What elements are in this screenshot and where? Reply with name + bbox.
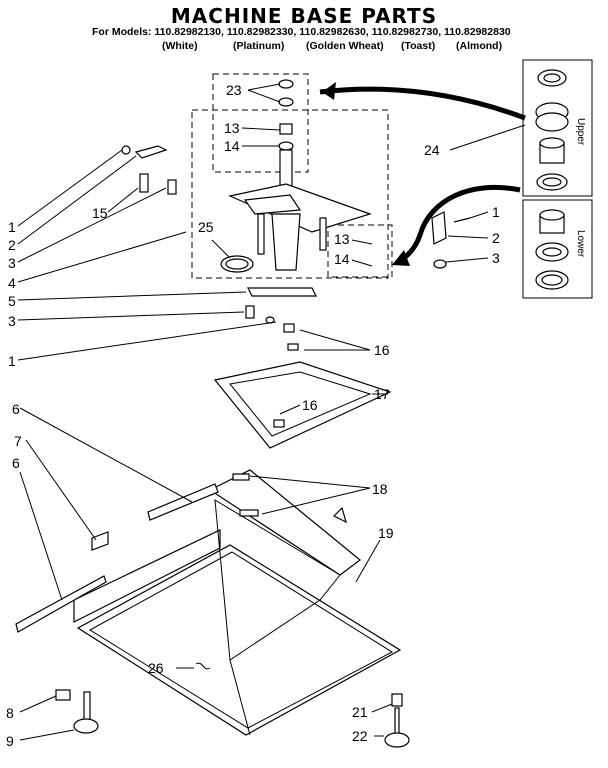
models-line: For Models: 110.82982130, 110.82982330, … bbox=[92, 26, 511, 38]
callout-3-right: 3 bbox=[492, 250, 500, 266]
leader-lines bbox=[17, 83, 526, 741]
lower-kit-arrow bbox=[396, 184, 521, 265]
bearing-group-box bbox=[212, 73, 309, 173]
small-parts bbox=[121, 145, 471, 351]
callout-6-lower: 6 bbox=[12, 455, 20, 471]
upper-label: Upper bbox=[575, 118, 586, 146]
callout-5: 5 bbox=[8, 293, 16, 309]
callout-4: 4 bbox=[8, 275, 16, 291]
callout-14: 14 bbox=[224, 138, 240, 154]
side-bearing-box bbox=[327, 224, 393, 278]
callout-19: 19 bbox=[378, 525, 394, 541]
base-frame bbox=[15, 469, 410, 748]
gearcase-group-box bbox=[191, 109, 389, 279]
callout-23: 23 bbox=[226, 82, 242, 98]
color-white: (White) bbox=[162, 40, 198, 52]
callout-13: 13 bbox=[224, 120, 240, 136]
callout-14-right: 14 bbox=[334, 251, 350, 267]
callout-17: 17 bbox=[374, 386, 390, 402]
callout-16-plate: 16 bbox=[302, 397, 318, 413]
upper-kit-arrow bbox=[319, 86, 526, 121]
callout-26: 26 bbox=[148, 660, 164, 676]
callout-24: 24 bbox=[424, 142, 440, 158]
bearing-stack bbox=[278, 79, 294, 151]
callout-1-right: 1 bbox=[492, 204, 500, 220]
callout-25: 25 bbox=[198, 219, 214, 235]
support-plate bbox=[213, 361, 392, 449]
callout-13-right: 13 bbox=[334, 231, 350, 247]
callout-1: 1 bbox=[8, 219, 16, 235]
callout-16: 16 bbox=[374, 342, 390, 358]
upper-kit-box bbox=[522, 59, 593, 197]
callout-7: 7 bbox=[14, 433, 22, 449]
callout-22: 22 bbox=[352, 728, 368, 744]
color-golden-wheat: (Golden Wheat) bbox=[306, 40, 384, 52]
callout-2-right: 2 bbox=[492, 230, 500, 246]
callout-15: 15 bbox=[92, 205, 108, 221]
lower-kit-box bbox=[522, 199, 593, 299]
callout-3: 3 bbox=[8, 255, 16, 271]
plate-pad bbox=[273, 419, 285, 428]
callout-6: 6 bbox=[12, 401, 20, 417]
callout-numbers: 23 13 14 24 1 2 15 3 25 4 1 2 3 13 14 5 … bbox=[6, 82, 500, 749]
lower-label: Lower bbox=[575, 230, 586, 258]
color-platinum: (Platinum) bbox=[233, 40, 285, 52]
callout-18: 18 bbox=[372, 481, 388, 497]
callout-9: 9 bbox=[6, 733, 14, 749]
page-title: MACHINE BASE PARTS bbox=[170, 4, 438, 28]
upper-seal-parts bbox=[535, 69, 569, 191]
lower-seal-parts bbox=[535, 209, 569, 290]
callout-3-lower: 3 bbox=[8, 313, 16, 329]
callout-21: 21 bbox=[352, 704, 368, 720]
lower-arrow-head bbox=[392, 250, 410, 266]
color-almond: (Almond) bbox=[456, 40, 503, 52]
callout-1-lower: 1 bbox=[8, 353, 16, 369]
callout-8: 8 bbox=[6, 705, 14, 721]
upper-arrow-head bbox=[322, 82, 336, 100]
color-toast: (Toast) bbox=[401, 40, 436, 52]
gearcase-assembly bbox=[220, 149, 372, 273]
callout-2: 2 bbox=[8, 237, 16, 253]
